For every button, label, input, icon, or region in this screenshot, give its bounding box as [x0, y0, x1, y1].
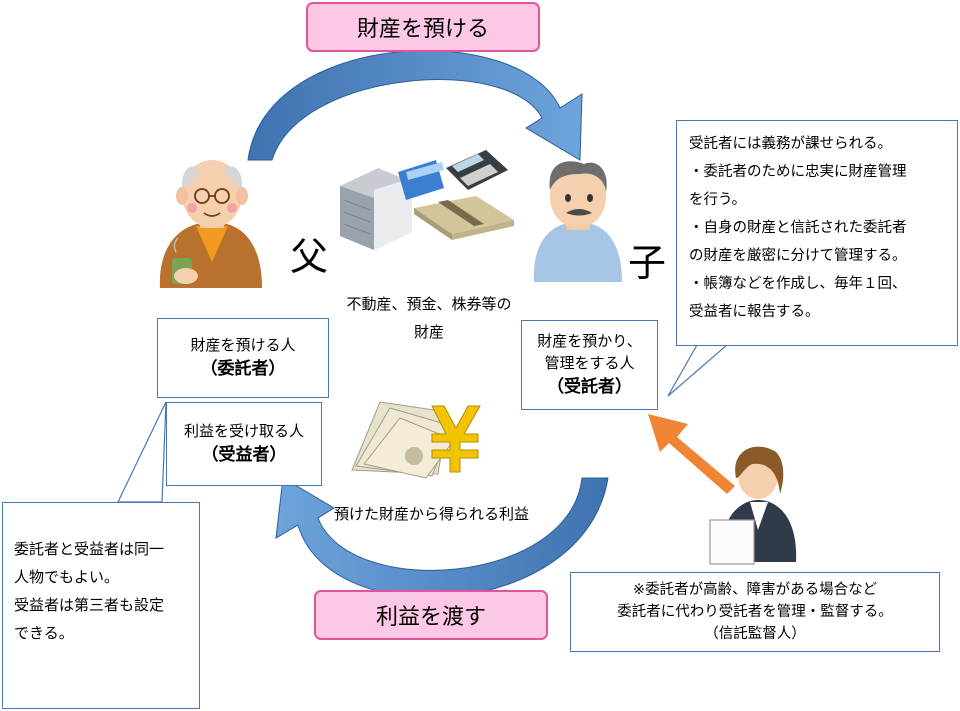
- yen-symbol-icon: [431, 405, 481, 473]
- callout-tail-trustee: [667, 344, 729, 397]
- give-assets-label: 財産を預ける: [306, 2, 540, 52]
- banknote-stack-illustration: [414, 196, 514, 240]
- trustee-role: （受託者）: [547, 377, 632, 397]
- child-label: 子: [628, 241, 667, 285]
- give-profit-label: 利益を渡す: [314, 590, 548, 640]
- trustee-duty-line-1: 受託者には義務が課せられる。: [689, 136, 892, 152]
- trustee-duty-line-3: を行う。: [689, 192, 747, 208]
- bank-card-illustration: [398, 160, 444, 200]
- trustee-duty-line-5: の財産を厳密に分けて管理する。: [689, 248, 907, 264]
- settlor-desc: 財産を預ける人: [190, 336, 296, 354]
- trustee-duty-text: 受託者には義務が課せられる。 ・委託者のために忠実に財産管理 を行う。 ・自身の…: [689, 130, 907, 326]
- settlor-role: （委託者）: [200, 359, 286, 379]
- beneficiary-note-line-1: 委託者と受益者は同一: [14, 540, 165, 558]
- beneficiary-note-callout: [2, 502, 200, 709]
- return-profit-arrow: [275, 477, 609, 598]
- trustee-desc-line-2: 管理をする人: [544, 354, 635, 372]
- father-illustration: [159, 160, 262, 288]
- supervisor-illustration: [709, 446, 797, 565]
- supervisor-line-2: 委託者に代わり受託者を管理・監督する。: [617, 604, 893, 620]
- give-assets-arrow: [247, 50, 583, 161]
- profit-caption: 預けた財産から得られる利益: [334, 505, 530, 523]
- building-illustration: [340, 168, 412, 250]
- beneficiary-box: 利益を受け取る人 （受益者）: [166, 402, 322, 486]
- trustee-duty-line-7: 受益者に報告する。: [689, 304, 820, 320]
- assets-caption: 不動産、預金、株券等の 財産: [334, 290, 524, 346]
- callout-tail-beneficiary: [117, 401, 167, 503]
- assets-caption-line-1: 不動産、預金、株券等の: [346, 295, 512, 313]
- settlor-box: 財産を預ける人 （委託者）: [157, 318, 329, 398]
- beneficiary-note-text: 委託者と受益者は同一 人物でもよい。 受益者は第三者も設定 できる。: [14, 535, 164, 647]
- beneficiary-desc: 利益を受け取る人: [183, 422, 304, 440]
- supervisor-box: ※委託者が高齢、障害がある場合など 委託者に代わり受託者を管理・監督する。 （信…: [570, 572, 940, 652]
- trustee-duty-line-6: ・帳簿などを作成し、毎年１回、: [689, 276, 907, 292]
- trustee-duty-callout: [676, 120, 958, 346]
- son-illustration: [533, 161, 622, 282]
- supervisor-line-3: （信託監督人）: [704, 626, 806, 642]
- beneficiary-note-line-2: 人物でもよい。: [14, 568, 120, 586]
- calculator-illustration: [446, 150, 508, 190]
- assets-caption-line-2: 財産: [413, 323, 444, 341]
- trustee-duty-line-4: ・自身の財産と信託された委託者: [689, 220, 907, 236]
- beneficiary-role: （受益者）: [201, 445, 287, 465]
- supervisor-line-1: ※委託者が高齢、障害がある場合など: [632, 582, 878, 598]
- trustee-duty-line-2: ・委託者のために忠実に財産管理: [689, 164, 907, 180]
- trustee-box: 財産を預かり、 管理をする人 （受託者）: [521, 320, 658, 410]
- father-label: 父: [290, 235, 329, 279]
- money-fan-illustration: [351, 401, 455, 479]
- beneficiary-note-line-4: できる。: [14, 624, 74, 642]
- supervision-arrow: [648, 414, 735, 494]
- trustee-desc-line-1: 財産を預かり、: [537, 332, 642, 350]
- beneficiary-note-line-3: 受益者は第三者も設定: [14, 596, 165, 614]
